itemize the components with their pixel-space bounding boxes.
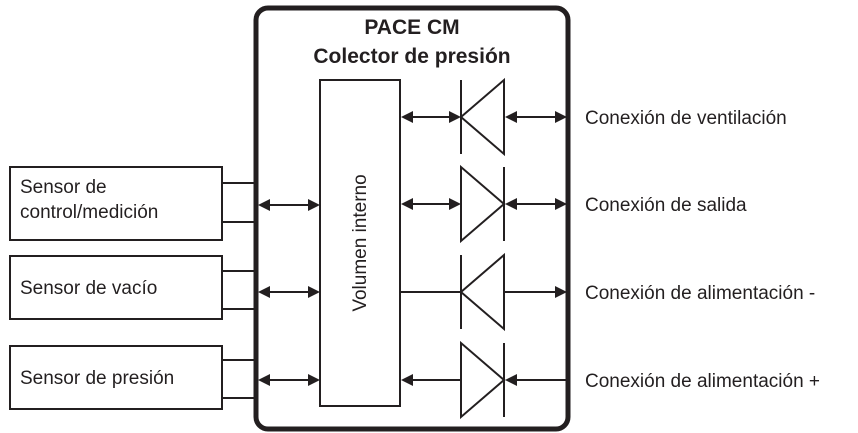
internal-volume-label: Volumen interno bbox=[350, 174, 371, 311]
arrowhead bbox=[555, 286, 567, 298]
arrowhead bbox=[401, 374, 413, 386]
sensor-control-label-line2: control/medición bbox=[20, 202, 158, 223]
arrowhead bbox=[401, 198, 413, 210]
arrowhead bbox=[449, 198, 461, 210]
output-valve-icon bbox=[460, 164, 506, 244]
arrowhead bbox=[505, 374, 517, 386]
arrowhead bbox=[308, 286, 320, 298]
manifold-subtitle: Colector de presión bbox=[313, 45, 510, 68]
supply-pos-valve-icon bbox=[460, 340, 506, 420]
arrowhead bbox=[449, 111, 461, 123]
sensor-pressure-label: Sensor de presión bbox=[20, 368, 174, 389]
arrowhead bbox=[308, 374, 320, 386]
port-supply-positive-label: Conexión de alimentación + bbox=[585, 371, 820, 392]
arrowhead bbox=[505, 111, 517, 123]
sensor-vacuum-box bbox=[9, 255, 223, 320]
sensor-vacuum-label: Sensor de vacío bbox=[20, 278, 157, 299]
manifold-title: PACE CM bbox=[364, 16, 459, 39]
arrowhead bbox=[505, 198, 517, 210]
sensor-control-label-line1: Sensor de bbox=[20, 177, 107, 198]
arrowhead bbox=[555, 111, 567, 123]
arrowhead bbox=[308, 199, 320, 211]
port-supply-negative-label: Conexión de alimentación - bbox=[585, 283, 815, 304]
arrowhead bbox=[258, 199, 270, 211]
sensor-pressure-box bbox=[9, 345, 223, 410]
manifold-box bbox=[253, 5, 571, 432]
arrowhead bbox=[258, 374, 270, 386]
arrowhead bbox=[258, 286, 270, 298]
port-output-label: Conexión de salida bbox=[585, 195, 747, 216]
port-vent-label: Conexión de ventilación bbox=[585, 108, 787, 129]
internal-volume-box bbox=[319, 79, 401, 407]
vent-valve-icon bbox=[459, 77, 505, 157]
arrowhead bbox=[401, 111, 413, 123]
sensor-control-box bbox=[9, 166, 223, 241]
arrowhead bbox=[555, 198, 567, 210]
